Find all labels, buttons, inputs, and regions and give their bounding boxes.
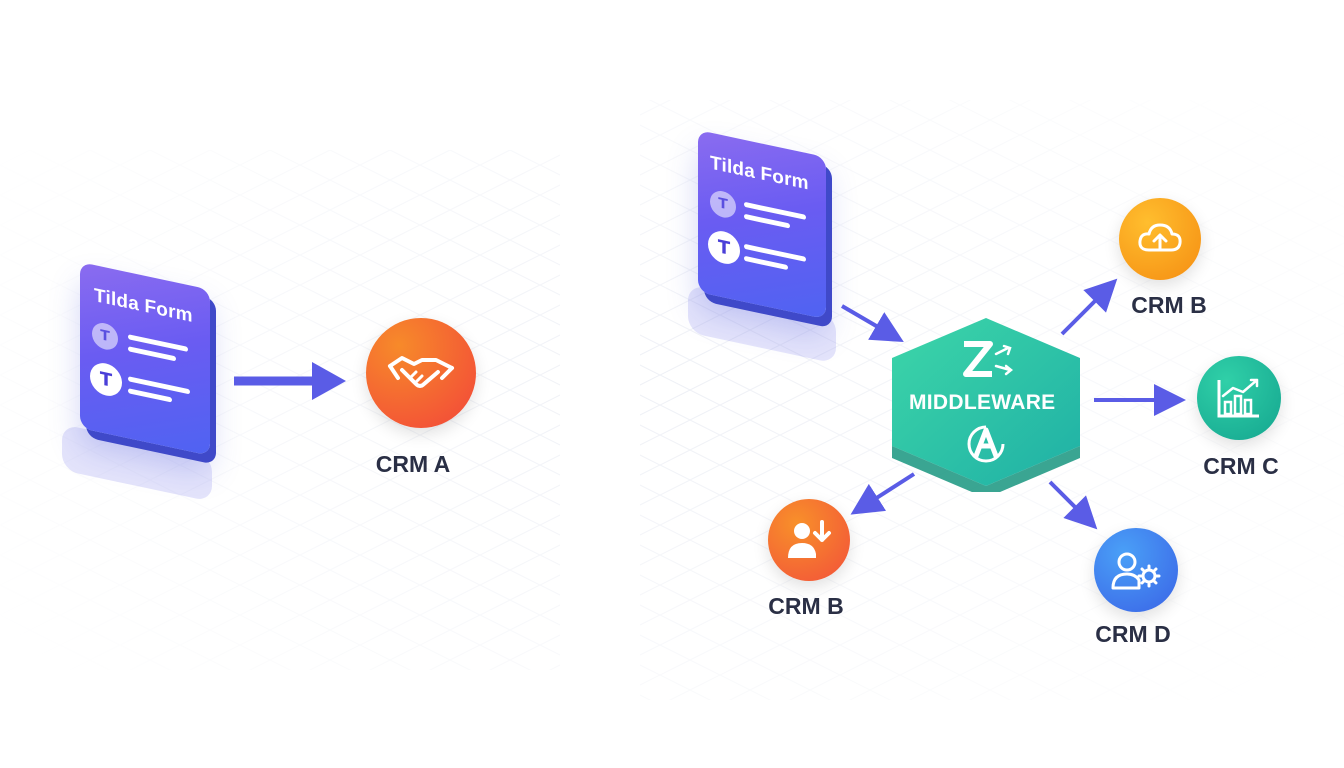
crm-b-bottom-label: CRM B: [768, 593, 844, 619]
arrow-middleware-to-crm-b-bottom: [850, 472, 916, 515]
crm-d-node: [1094, 528, 1178, 612]
crm-a-label: CRM A: [375, 451, 451, 477]
crm-c-node: [1197, 356, 1281, 440]
crm-d-label: CRM D: [1095, 621, 1171, 647]
middleware-label: MIDDLEWARE: [909, 391, 1056, 414]
cloud-upload-icon: [1138, 223, 1182, 252]
bar-chart-icon: [1217, 378, 1259, 418]
crm-a-node: [366, 318, 476, 428]
arrow-middleware-to-crm-b-top: [1060, 278, 1118, 336]
arrow-form-to-middleware: [840, 304, 904, 343]
handshake-icon: [388, 356, 454, 388]
crm-c-label: CRM C: [1203, 453, 1279, 479]
user-download-icon: [788, 520, 831, 558]
zapier-z-icon: [963, 341, 1014, 377]
arrow-middleware-to-crm-d: [1048, 480, 1098, 530]
middleware-hub: [892, 318, 1080, 492]
a-logo-icon: [967, 425, 1005, 463]
user-gear-icon: [1111, 552, 1161, 590]
crm-b-top-label: CRM B: [1131, 292, 1207, 318]
arrow-form-to-crm-a: [234, 362, 346, 400]
crm-b-bottom-node: [768, 499, 850, 581]
crm-b-top-node: [1119, 198, 1201, 280]
